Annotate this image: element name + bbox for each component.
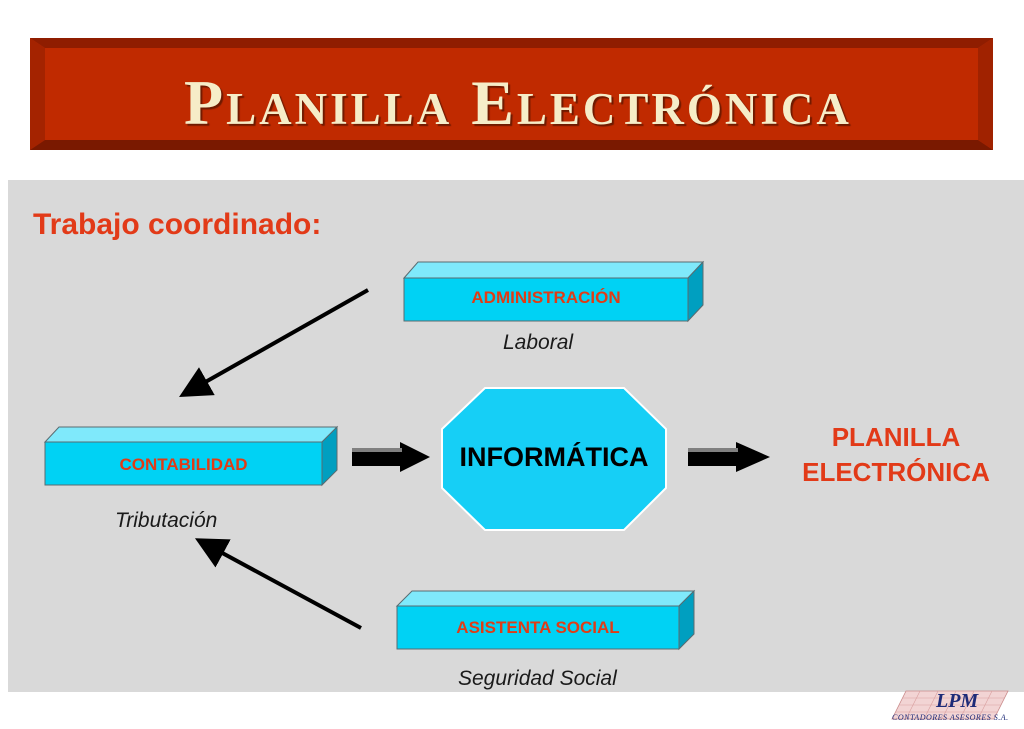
contabilidad-label: CONTABILIDAD xyxy=(119,455,248,474)
planilla-output-line1: PLANILLA xyxy=(831,422,961,452)
asistenta-social-label: ASISTENTA SOCIAL xyxy=(456,618,620,637)
diagram-heading: Trabajo coordinado: xyxy=(33,208,322,241)
administracion-box xyxy=(402,260,705,323)
arrow-informatica-to-planilla xyxy=(688,442,770,472)
administracion-label: ADMINISTRACIÓN xyxy=(471,288,621,307)
page-title: Planilla Electrónica xyxy=(184,67,852,138)
planilla-output-line2: ELECTRÓNICA xyxy=(802,457,990,487)
informatica-octagon xyxy=(441,387,667,531)
tributacion-note: Tributación xyxy=(115,509,218,532)
informatica-label: INFORMÁTICA xyxy=(459,442,649,472)
contabilidad-box xyxy=(43,425,339,487)
asistenta-social-box xyxy=(395,589,696,651)
laboral-note: Laboral xyxy=(503,331,574,354)
arrow-admin-to-contab xyxy=(179,288,369,397)
lpm-logo xyxy=(891,690,1009,720)
seguridad-social-note: Seguridad Social xyxy=(458,667,617,690)
arrow-social-to-tributacion xyxy=(194,538,362,630)
title-banner xyxy=(30,38,993,150)
logo-subtitle: CONTADORES ASESORES S.A. xyxy=(892,713,1009,722)
arrow-contab-to-informatica xyxy=(352,442,430,472)
logo-name: LPM xyxy=(936,690,979,712)
